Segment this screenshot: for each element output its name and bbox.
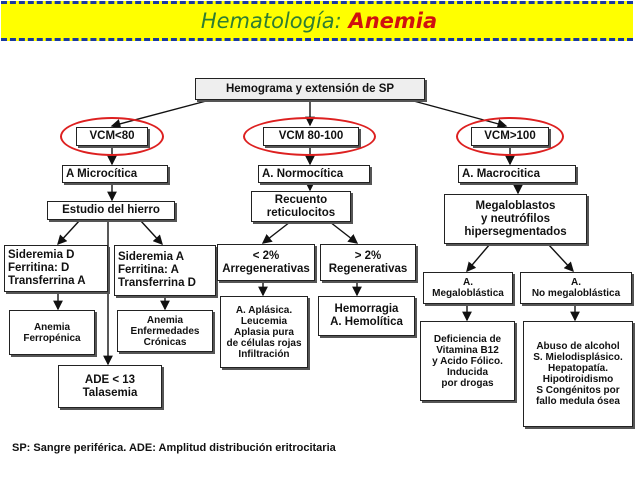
- title-main: Anemia: [348, 9, 438, 33]
- node-estudio-hierro: Estudio del hierro: [47, 201, 175, 220]
- node-hemograma: Hemograma y extensión de SP: [195, 78, 425, 100]
- node-arregenerativas: < 2% Arregenerativas: [217, 244, 315, 281]
- title-banner: [1, 1, 633, 41]
- node-enfermedades-cronicas: Anemia Enfermedades Crónicas: [117, 310, 213, 352]
- node-sideremia-d: Sideremia D Ferritina: D Transferrina A: [4, 245, 108, 292]
- node-abuso-alcohol: Abuso de alcohol S. Mielodisplásico. Hep…: [523, 321, 633, 427]
- node-normocitica: A. Normocítica: [258, 165, 370, 183]
- node-microcitica: A Microcítica: [62, 165, 168, 183]
- highlight-circle-vcm-high: [456, 117, 564, 156]
- node-macrocitica: A. Macrocitica: [458, 165, 576, 183]
- node-deficiencia: Deficiencia de Vitamina B12 y Acido Fóli…: [420, 321, 515, 401]
- node-ferropenica: Anemia Ferropénica: [9, 310, 95, 355]
- highlight-circle-vcm-low: [60, 117, 164, 156]
- node-megaloblastos: Megaloblastos y neutrófilos hipersegment…: [444, 194, 587, 244]
- node-reticulocitos: Recuento reticulocitos: [251, 191, 351, 222]
- title-prefix: Hematología:: [200, 9, 349, 33]
- node-hemorragia: Hemorragia A. Hemolítica: [318, 296, 415, 336]
- node-aplasica: A. Aplásica. Leucemia Aplasia pura de cé…: [220, 296, 308, 368]
- node-sideremia-a: Sideremia A Ferritina: A Transferrina D: [114, 245, 216, 296]
- node-megaloblastica: A. Megaloblástica: [423, 272, 513, 304]
- node-regenerativas: > 2% Regenerativas: [320, 244, 416, 281]
- highlight-circle-vcm-mid: [243, 117, 376, 156]
- page-title: Hematología: Anemia: [0, 8, 638, 34]
- node-no-megaloblastica: A. No megaloblástica: [520, 272, 632, 304]
- footer-note: SP: Sangre periférica. ADE: Amplitud dis…: [12, 442, 336, 454]
- node-ade-talasemia: ADE < 13 Talasemia: [58, 365, 162, 408]
